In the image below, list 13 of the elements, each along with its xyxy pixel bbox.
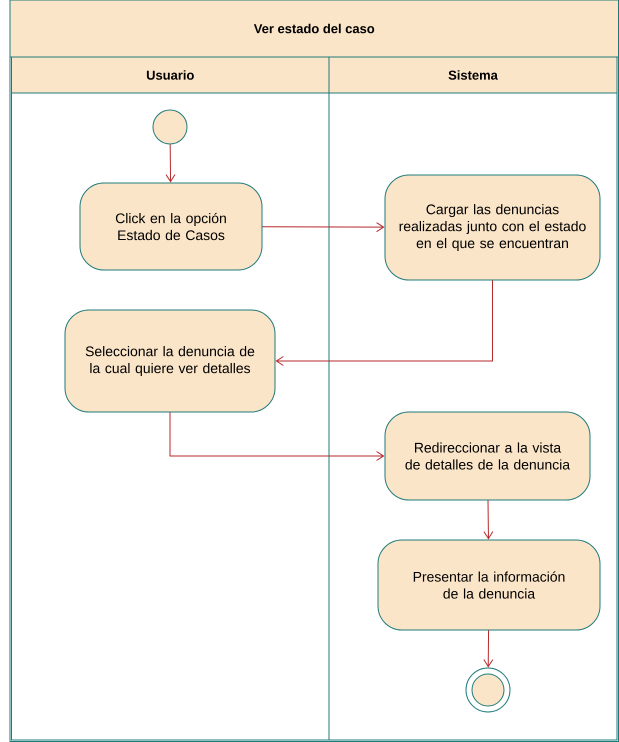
start-circle [152, 110, 188, 144]
activity-box: Cargar las denuncias realizadas junto con el estado en el que se encuentran [384, 174, 600, 280]
activity-box: Click en la opción Estado de Casos [80, 182, 262, 270]
arrow [483, 630, 494, 668]
activity-box: Seleccionar la denuncia de la cual quiere ver detalles [64, 310, 276, 412]
arrow [276, 280, 493, 366]
arrow [165, 144, 176, 182]
activity-box: Redireccionar a la vista de detalles de la denuncia [384, 412, 590, 500]
arrow [262, 222, 384, 232]
arrow [483, 500, 494, 540]
end-circle [466, 668, 510, 712]
activity-box: Presentar la información de la denuncia [378, 540, 600, 630]
arrow [170, 412, 384, 461]
